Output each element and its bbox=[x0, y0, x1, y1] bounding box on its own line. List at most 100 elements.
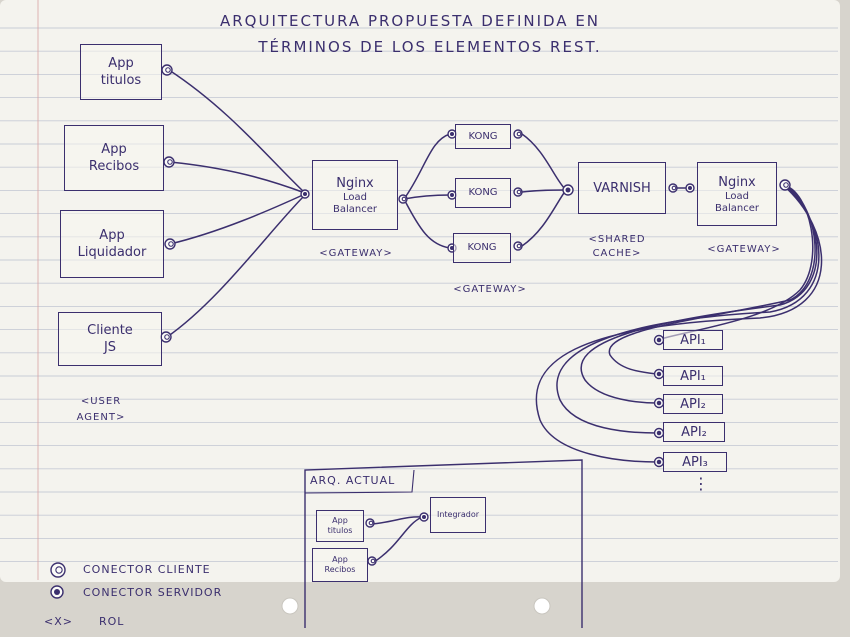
cliente-js-node: Cliente JS bbox=[58, 312, 162, 366]
client-port-nginxlb-inner bbox=[783, 182, 789, 188]
server-port-varnish-inner bbox=[565, 187, 571, 193]
client-port-liquidador bbox=[164, 238, 176, 250]
api-node-4: API₂ bbox=[663, 422, 725, 442]
api-label-3: API₂ bbox=[680, 396, 706, 412]
client-port-titulos-inner bbox=[165, 67, 171, 73]
more-apis-ellipsis: ⋮ bbox=[693, 474, 709, 493]
wire-titulos-nginx bbox=[168, 69, 306, 194]
server-port-api5-inner bbox=[656, 459, 662, 465]
app-liquidador-label-1: App bbox=[99, 228, 125, 243]
cliente-js-label-2: JS bbox=[103, 340, 117, 355]
punch-hole bbox=[533, 597, 551, 615]
api-node-3: API₂ bbox=[663, 394, 723, 414]
current-arch-title: ARQ. ACTUAL bbox=[310, 474, 396, 487]
kong-node-2: KONG bbox=[455, 178, 511, 208]
varnish-role-label-2: CACHE> bbox=[592, 248, 642, 259]
api-node-1: API₁ bbox=[663, 330, 723, 350]
client-port-clientejs-inner bbox=[164, 334, 170, 340]
server-port-nginxlb-inner bbox=[688, 186, 692, 190]
nginx-lb-node: Nginx Load Balancer bbox=[697, 162, 777, 226]
api-label-1: API₁ bbox=[680, 332, 706, 348]
varnish-cache-node: VARNISH bbox=[578, 162, 666, 214]
nginx-lb-role-label: <GATEWAY> bbox=[707, 244, 781, 255]
legend-server-connector-label: CONECTOR SERVIDOR bbox=[83, 586, 223, 599]
wire-nginx-kong3 bbox=[403, 198, 451, 249]
wire-kong3-varnish bbox=[521, 189, 567, 247]
app-recibos-label-2: Recibos bbox=[88, 159, 140, 174]
current-arch-frame bbox=[304, 459, 583, 628]
kong-label-2: KONG bbox=[468, 187, 498, 198]
server-port-api4-inner bbox=[656, 430, 662, 436]
legend-client-connector-icon-inner bbox=[55, 566, 63, 574]
current-app-recibos-label-2: Recibos bbox=[324, 565, 356, 574]
varnish-name: VARNISH bbox=[593, 180, 651, 196]
wire-kong1-varnish bbox=[521, 133, 567, 191]
integrador-label: Integrador bbox=[436, 510, 480, 519]
wire-recibos-nginx bbox=[169, 161, 306, 194]
user-agent-role-label-1: <USER bbox=[80, 396, 122, 407]
client-port-varnish-inner bbox=[671, 185, 677, 191]
legend-client-connector-icon bbox=[50, 562, 66, 578]
api-label-5: API₃ bbox=[682, 454, 708, 470]
punch-hole bbox=[281, 597, 299, 615]
current-arch-title-tab bbox=[304, 469, 415, 494]
client-port-kong1-inner bbox=[516, 131, 522, 137]
app-titulos-label-1: App bbox=[108, 56, 134, 71]
app-recibos-node: App Recibos bbox=[64, 125, 164, 191]
kong-node-1: KONG bbox=[455, 124, 511, 149]
client-port-nginxlb bbox=[779, 179, 791, 191]
client-port-current-titulos-inner bbox=[368, 520, 374, 526]
nginx-gateway-sub-1: Load bbox=[343, 191, 367, 203]
client-port-liquidador-inner bbox=[168, 241, 174, 247]
diagram-title-line2: TÉRMINOS DE LOS ELEMENTOS REST. bbox=[258, 38, 602, 56]
kong-role-label: <GATEWAY> bbox=[453, 284, 527, 295]
nginx-lb-name: Nginx bbox=[718, 174, 756, 190]
api-label-4: API₂ bbox=[681, 424, 707, 440]
user-agent-role-label-2: AGENT> bbox=[76, 412, 126, 423]
kong-label-3: KONG bbox=[467, 242, 497, 253]
wire-clientejs-nginx bbox=[166, 194, 306, 338]
client-port-nginx-out-inner bbox=[401, 196, 407, 202]
nginx-gateway-sub-2: Balancer bbox=[333, 203, 377, 215]
client-port-titulos bbox=[161, 64, 173, 76]
server-port-api3-inner bbox=[656, 400, 662, 406]
current-app-recibos-node: App Recibos bbox=[312, 548, 368, 582]
diagram-title-line1: ARQUITECTURA PROPUESTA DEFINIDA EN bbox=[219, 12, 601, 30]
client-port-current-recibos-inner bbox=[370, 558, 376, 564]
server-port-integrador-inner bbox=[422, 515, 426, 519]
current-app-titulos-label-2: titulos bbox=[327, 526, 353, 535]
legend-role-label: ROL bbox=[99, 615, 125, 628]
app-titulos-label-2: titulos bbox=[100, 73, 142, 88]
client-port-recibos-inner bbox=[167, 159, 173, 165]
client-port-kong2-inner bbox=[516, 189, 522, 195]
api-node-5: API₃ bbox=[663, 452, 727, 472]
varnish-role-label-1: <SHARED bbox=[588, 234, 646, 245]
wire-current-titulos-integrador bbox=[371, 516, 423, 525]
wire-lb-api5 bbox=[535, 184, 823, 463]
server-port-kong1-inner bbox=[450, 132, 454, 136]
wire-liquidador-nginx bbox=[169, 193, 306, 245]
nginx-gateway-name: Nginx bbox=[336, 175, 374, 191]
legend-client-connector-label: CONECTOR CLIENTE bbox=[83, 563, 211, 576]
nginx-gateway-role-label: <GATEWAY> bbox=[319, 248, 393, 259]
connector-ports bbox=[50, 64, 791, 599]
app-titulos-node: App titulos bbox=[80, 44, 162, 100]
wire-current-recibos-integrador bbox=[373, 516, 423, 563]
integrador-node: Integrador bbox=[430, 497, 486, 533]
nginx-lb-sub-2: Balancer bbox=[715, 202, 759, 214]
current-app-titulos-label-1: App bbox=[332, 516, 348, 525]
client-port-recibos bbox=[163, 156, 175, 168]
app-liquidador-node: App Liquidador bbox=[60, 210, 164, 278]
api-label-2: API₁ bbox=[680, 368, 706, 384]
wire-nginx-kong2 bbox=[403, 194, 451, 200]
client-port-kong3-inner bbox=[516, 243, 522, 249]
server-port-nginx-in-inner bbox=[303, 192, 307, 196]
legend-server-connector-icon-inner bbox=[54, 589, 60, 595]
server-port-kong2-inner bbox=[450, 193, 454, 197]
app-recibos-label-1: App bbox=[101, 142, 127, 157]
cliente-js-label-1: Cliente bbox=[87, 323, 133, 338]
wire-nginx-kong1 bbox=[403, 133, 451, 200]
